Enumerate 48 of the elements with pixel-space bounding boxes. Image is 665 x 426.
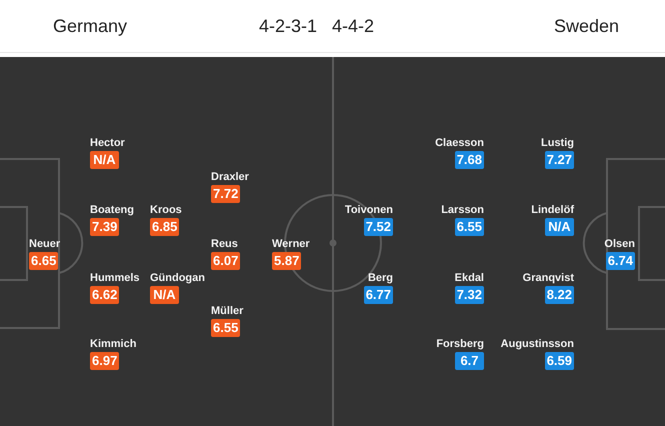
player-name: Werner xyxy=(272,238,310,251)
team-name: Sweden xyxy=(554,15,619,37)
player-name: Gündogan xyxy=(150,272,205,285)
formation-label: 4-4-2 xyxy=(332,15,374,37)
player-name: Lindelöf xyxy=(531,204,574,217)
rating-badge: 7.27 xyxy=(544,151,574,169)
rating-badge: 7.68 xyxy=(454,151,484,169)
player-name: Reus xyxy=(211,238,238,251)
player-name: Berg xyxy=(368,272,393,285)
player-name: Draxler xyxy=(211,171,249,184)
rating-badge: 6.65 xyxy=(29,252,58,270)
rating-badge: 7.72 xyxy=(211,185,240,203)
player-name: Lustig xyxy=(541,137,574,150)
rating-badge: 6.97 xyxy=(90,352,120,370)
formation-label: 4-2-3-1 xyxy=(259,15,318,37)
player-name: Ekdal xyxy=(454,272,484,285)
player-name: Hector xyxy=(90,137,125,150)
rating-badge: 6.07 xyxy=(211,252,240,270)
rating-badge: 6.62 xyxy=(90,286,120,304)
player-name: Hummels xyxy=(90,272,140,285)
rating-badge: 6.55 xyxy=(454,218,484,236)
player-name: Neuer xyxy=(29,238,60,251)
rating-badge: 6.77 xyxy=(364,286,393,304)
rating-badge: 6.59 xyxy=(544,352,574,370)
player-name: Boateng xyxy=(90,204,134,217)
player-name: Larsson xyxy=(441,204,484,217)
rating-badge: 6.7 xyxy=(455,352,484,370)
rating-badge: N/A xyxy=(545,218,574,236)
player-name: Claesson xyxy=(435,137,484,150)
team-name: Germany xyxy=(53,15,128,37)
rating-badge: N/A xyxy=(90,151,119,169)
player-name: Müller xyxy=(211,305,244,318)
player-name: Olsen xyxy=(604,238,635,251)
rating-badge: 6.74 xyxy=(606,252,635,270)
player-name: Forsberg xyxy=(436,338,484,351)
rating-badge: 5.87 xyxy=(272,252,302,270)
rating-badge: N/A xyxy=(150,286,179,304)
player-name: Toivonen xyxy=(344,204,393,217)
rating-badge: 6.85 xyxy=(150,218,180,236)
rating-badge: 7.32 xyxy=(454,286,484,304)
player-name: Granqvist xyxy=(522,272,574,285)
rating-badge: 6.55 xyxy=(211,319,240,337)
player-name: Kimmich xyxy=(90,338,136,351)
player-name: Augustinsson xyxy=(500,338,574,351)
rating-badge: 7.52 xyxy=(364,218,393,236)
rating-badge: 8.22 xyxy=(544,286,574,304)
player-name: Kroos xyxy=(150,204,182,217)
rating-badge: 7.39 xyxy=(90,218,120,236)
